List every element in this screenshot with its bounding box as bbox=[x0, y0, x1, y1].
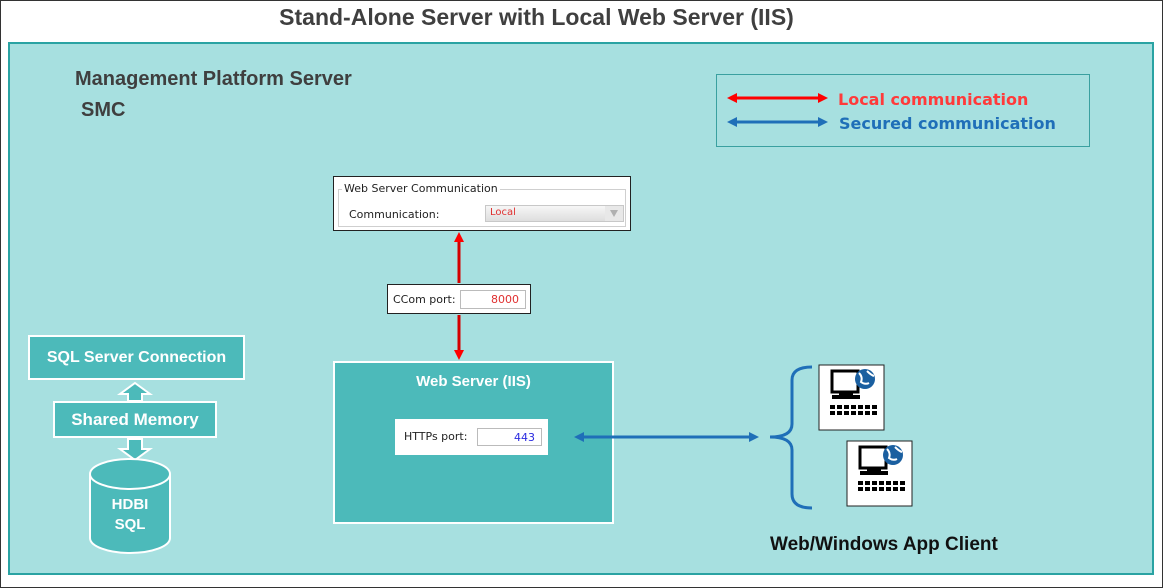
https-port-label: HTTPs port: bbox=[404, 430, 468, 443]
diagram-title: Stand-Alone Server with Local Web Server… bbox=[279, 4, 794, 30]
ccom-port-label: CCom port: bbox=[393, 293, 456, 306]
https-port-panel: HTTPs port: 443 bbox=[395, 419, 548, 455]
shared-memory-box: Shared Memory bbox=[53, 401, 217, 438]
database-label: HDBI SQL bbox=[90, 495, 170, 535]
https-port-input[interactable]: 443 bbox=[477, 428, 542, 446]
database-name-line2: SQL bbox=[114, 516, 146, 533]
ccom-port-input[interactable]: 8000 bbox=[460, 290, 526, 309]
database-name-line1: HDBI bbox=[111, 496, 149, 513]
shared-memory-label: Shared Memory bbox=[71, 410, 199, 429]
server-heading: Management Platform Server bbox=[75, 68, 352, 90]
group-label: Web Server Communication bbox=[342, 182, 500, 195]
database-cylinder-icon bbox=[89, 458, 171, 554]
legend-box bbox=[716, 74, 1090, 147]
computer-globe-icon bbox=[846, 440, 913, 507]
legend-local-label: Local communication bbox=[838, 90, 1029, 109]
sql-connection-label: SQL Server Connection bbox=[46, 349, 227, 366]
communication-select[interactable]: Local bbox=[485, 205, 624, 222]
communication-value: Local bbox=[490, 207, 516, 218]
chevron-down-icon[interactable] bbox=[605, 206, 623, 221]
client-label: Web/Windows App Client bbox=[770, 534, 998, 555]
sql-memory-connector bbox=[116, 381, 154, 462]
web-server-communication-panel: Web Server Communication Communication: … bbox=[333, 176, 631, 231]
ccom-port-panel: CCom port: 8000 bbox=[387, 284, 531, 314]
computer-globe-icon bbox=[818, 364, 885, 431]
legend-secured-label: Secured communication bbox=[839, 114, 1056, 133]
server-subheading: SMC bbox=[81, 99, 126, 121]
communication-label: Communication: bbox=[349, 208, 440, 221]
client-brace bbox=[769, 365, 813, 510]
sql-connection-box: SQL Server Connection bbox=[28, 335, 245, 380]
web-server-title: Web Server (IIS) bbox=[416, 373, 531, 390]
